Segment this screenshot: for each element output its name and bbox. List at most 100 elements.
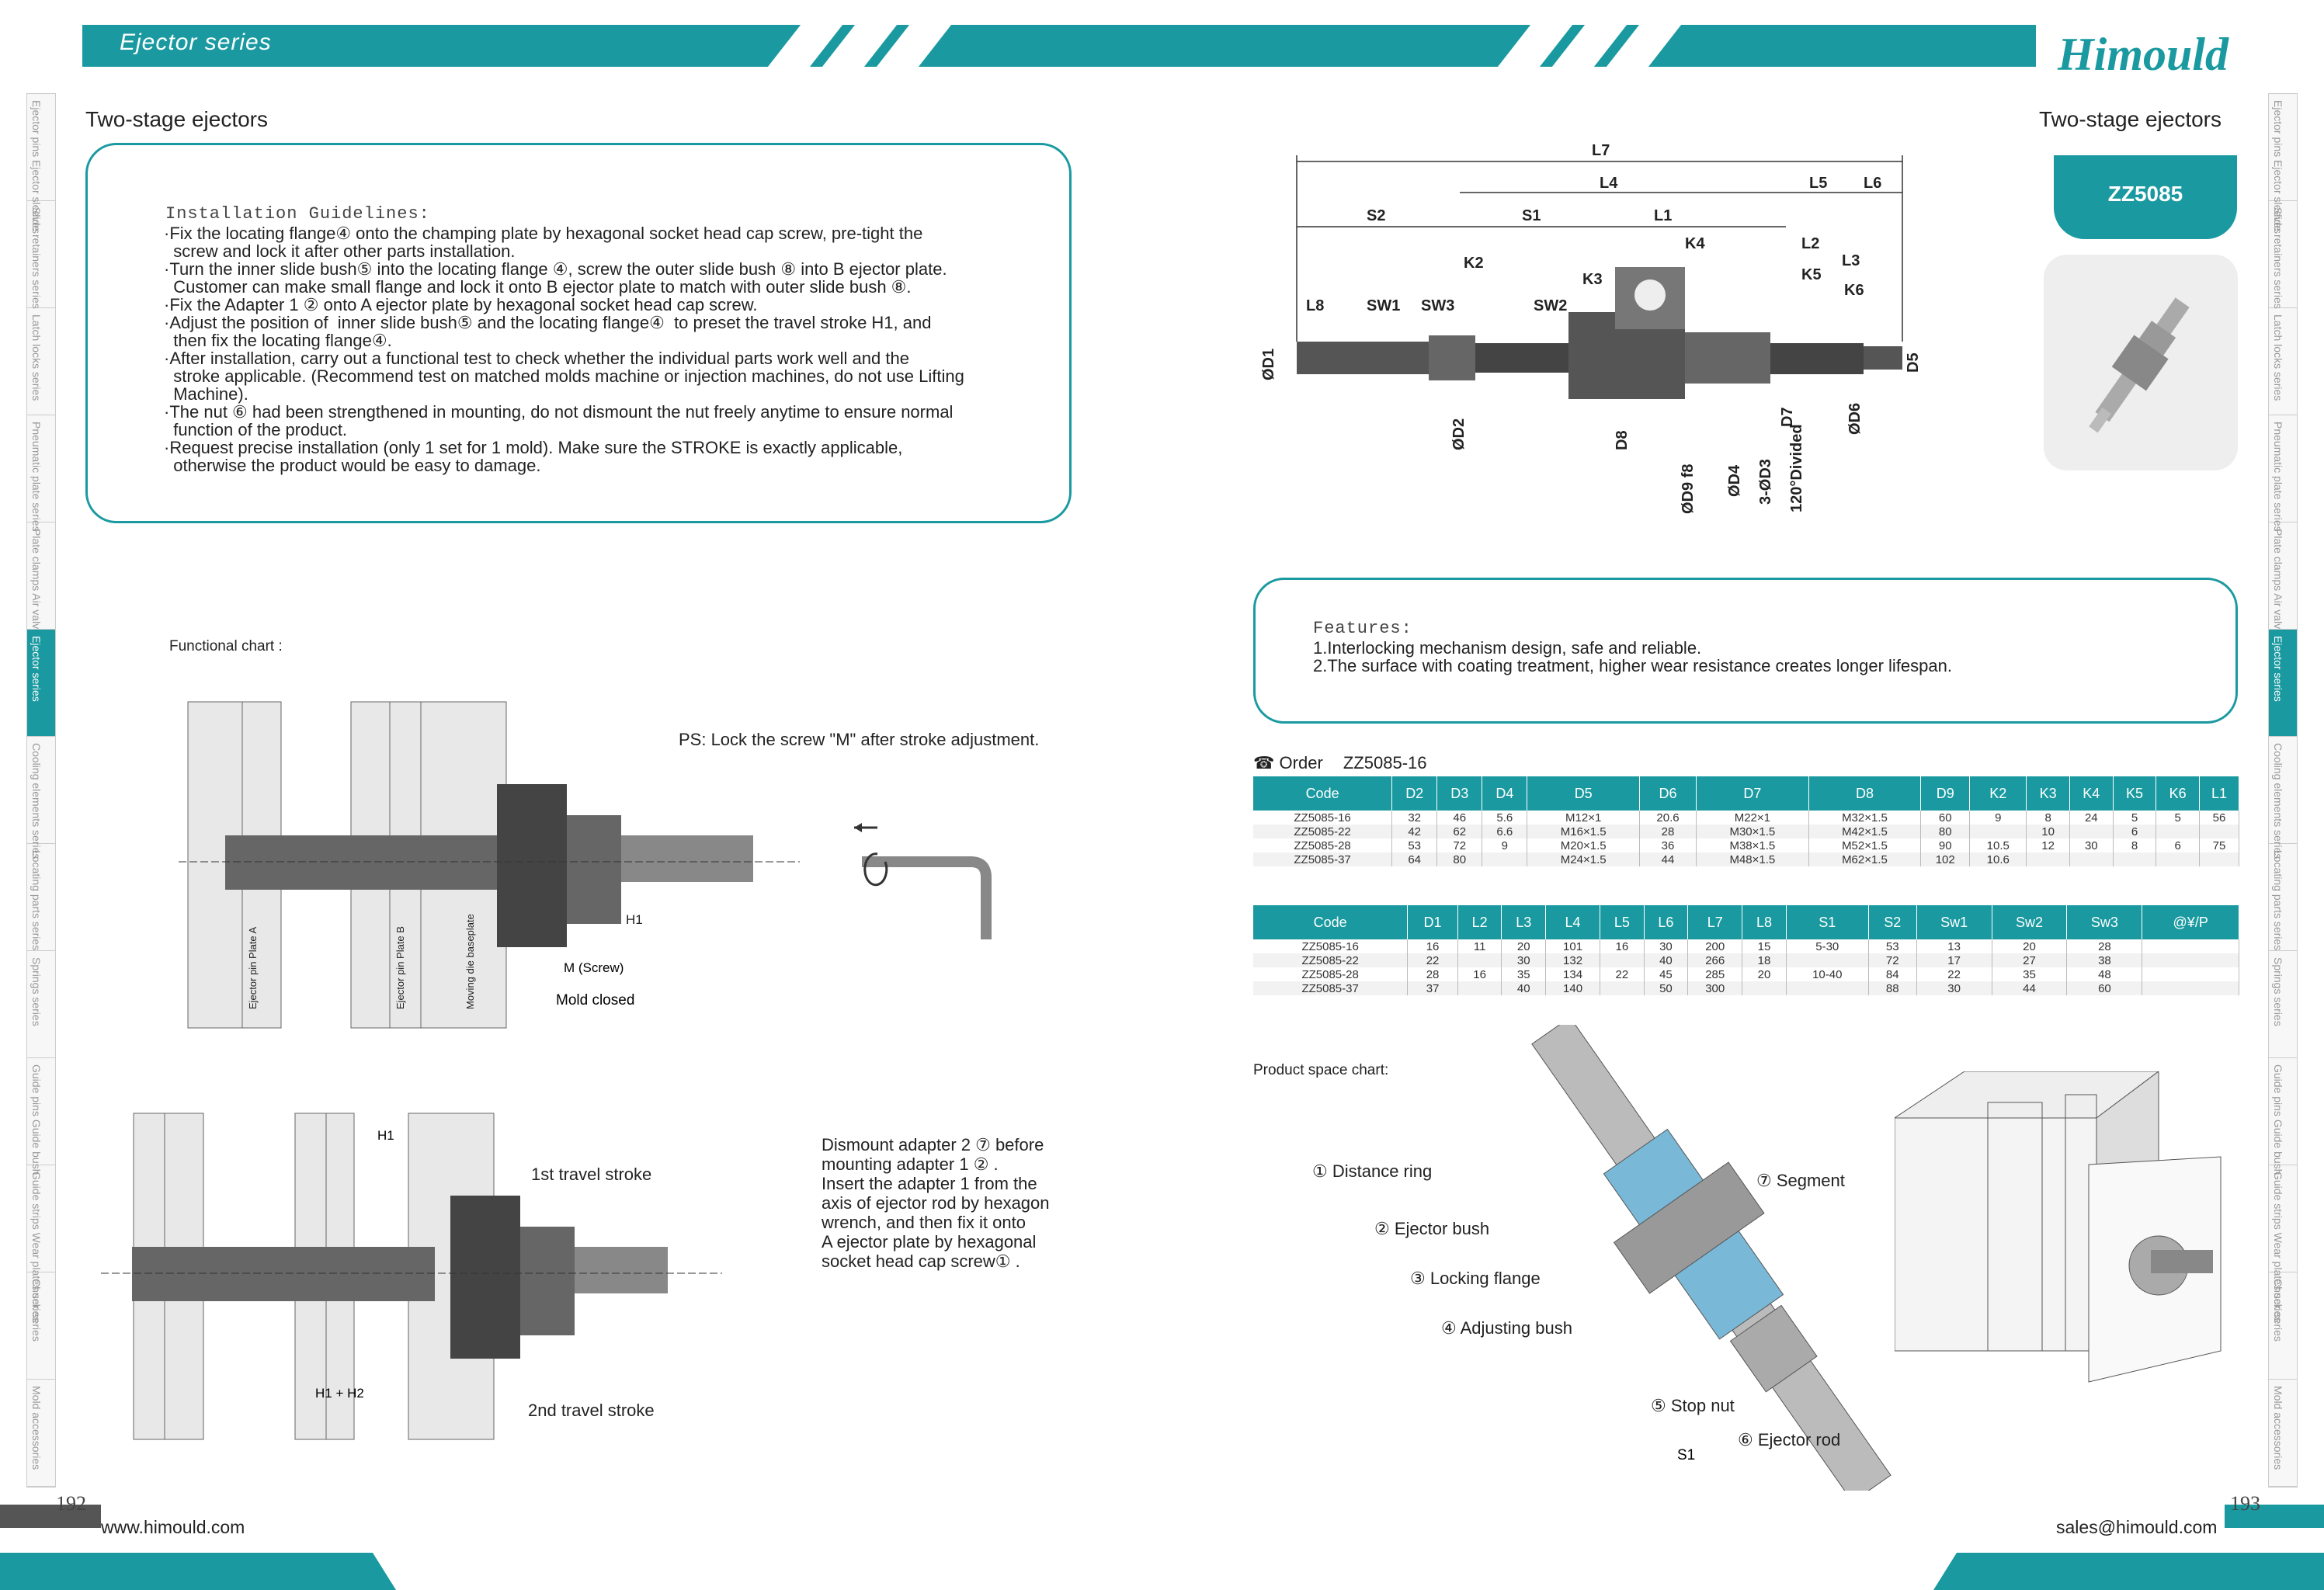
table-cell: 285 [1687,967,1743,981]
table-cell [1457,953,1502,967]
sidebar-tab[interactable]: Slide retainers series [27,201,55,309]
sidebar-tab[interactable]: Guide strips Wear plates series [27,1165,55,1322]
sidebar-tab[interactable]: Springs series [2269,951,2297,1058]
table-cell [1482,852,1528,866]
plate-a-label: Ejector pin Plate A [247,926,259,1009]
sidebar-tab[interactable]: Latch locks series [27,308,55,415]
product-code: ZZ5085 [2107,182,2183,206]
sidebar-tab-label: Pneumatic plate series [30,422,43,532]
sidebar-tab[interactable]: Mold accessories [27,1380,55,1487]
table-cell: 10.5 [1969,838,2027,852]
table-cell [2026,852,2070,866]
table-header: D2 [1391,776,1438,811]
sidebar-tab[interactable]: Pneumatic plate series [2269,415,2297,532]
table-cell: ZZ5085-22 [1253,953,1409,967]
table-cell: 134 [1545,967,1601,981]
table-cell: M16×1.5 [1527,825,1640,838]
dim-l6: L6 [1864,175,1881,192]
dismount-line: wrench, and then fix it onto [822,1213,1026,1232]
stroke1-label: 1st travel stroke [531,1165,652,1184]
table-cell [2156,825,2201,838]
part-label: ④ Adjusting bush [1441,1318,1572,1338]
dim-s1: S1 [1522,207,1541,224]
guideline-line: otherwise the product would be easy to d… [164,456,541,475]
table-cell: 80 [1436,852,1483,866]
sidebar-tab[interactable]: Ejector series [27,630,55,737]
dim-d8: D8 [1614,430,1631,450]
table-cell: M30×1.5 [1696,825,1809,838]
table-cell: 9 [1969,811,2027,825]
sidebar-tab-label: Guide strips Wear plates series [30,1172,43,1323]
table-header: D4 [1482,776,1528,811]
table-cell: 53 [1868,939,1917,953]
sidebar-tab[interactable]: Guide pins Guide bush [2269,1058,2297,1175]
part-label: ⑥ Ejector rod [1738,1430,1841,1449]
sidebar-tab[interactable]: Chuck series [2269,1272,2297,1380]
sidebar-tab[interactable]: Mold accessories [2269,1380,2297,1487]
email-link[interactable]: sales@himould.com [2056,1517,2218,1537]
guideline-line: ·Adjust the position of inner slide bush… [164,313,932,332]
table-cell: ZZ5085-16 [1253,939,1409,953]
sidebar-tab-label: Cooling elements series [2272,743,2284,859]
footer-right-band [1933,1553,2324,1590]
table-cell [1969,825,2027,838]
sidebar-tab[interactable]: Latch locks series [2269,308,2297,415]
sidebar-tab[interactable]: Locating parts series [2269,844,2297,951]
table-cell: 90 [1920,838,1971,852]
sidebar-tab-label: Cooling elements series [30,743,43,859]
sidebar-tab[interactable]: Locating parts series [27,844,55,951]
technical-drawing: L7 L4 L5 L6 S2 S1 L1 K4 K2 L2 K3 K5 L3 K… [1260,142,1922,514]
table-cell: 75 [2199,838,2239,852]
sidebar-tab[interactable]: Slide retainers series [2269,201,2297,309]
table-header: D1 [1407,905,1458,939]
sidebar-tab-label: Ejector pins Ejector sleeves [30,100,43,234]
table-cell: 46 [1436,811,1483,825]
sidebar-tab-label: Pneumatic plate series [2272,422,2284,532]
sidebar-tab[interactable]: Ejector pins Ejector sleeves [2269,94,2297,234]
sidebar-tab[interactable]: Ejector pins Ejector sleeves [27,94,55,234]
sidebar-tab[interactable]: Plate clamps Air valves series [27,522,55,672]
dim-sw3: SW3 [1421,297,1454,314]
sidebar-tab[interactable]: Pneumatic plate series [27,415,55,532]
table-cell: M62×1.5 [1808,852,1922,866]
table-header: L4 [1545,905,1601,939]
sidebar-tab[interactable]: Cooling elements series [27,737,55,859]
table-header: K3 [2026,776,2070,811]
installation-guidelines-box: Installation Guidelines: ·Fix the locati… [85,143,1072,523]
table-cell [2069,852,2114,866]
functional-chart-strokes: H1 H1 + H2 [101,1113,722,1440]
table-cell: 140 [1545,981,1601,995]
table-cell [1457,981,1502,995]
table-cell: 22 [1916,967,1992,981]
guideline-line: ·After installation, carry out a functio… [164,349,909,368]
table-header: D5 [1527,776,1640,811]
sidebar-tab[interactable]: Plate clamps Air valves series [2269,522,2297,672]
table-cell: 42 [1391,825,1438,838]
table-cell: 28 [2066,939,2143,953]
sidebar-tab[interactable]: Chuck series [27,1272,55,1380]
table-cell: 11 [1457,939,1502,953]
sidebar-tab[interactable]: Cooling elements series [2269,737,2297,859]
sidebar-tab[interactable]: Guide strips Wear plates series [2269,1165,2297,1322]
sidebar-tab[interactable]: Springs series [27,951,55,1058]
dim-l5: L5 [1809,175,1827,192]
sidebar-tab-label: Guide pins Guide bush [30,1064,43,1175]
table-cell: 45 [1644,967,1689,981]
table-cell: 35 [1992,967,2068,981]
table-cell: ZZ5085-16 [1253,811,1393,825]
sidebar-tab-label: Mold accessories [2272,1386,2284,1470]
website-link[interactable]: www.himould.com [101,1517,245,1537]
sidebar-tab[interactable]: Ejector series [2269,630,2297,737]
table-cell: 56 [2199,811,2239,825]
part-label: ③ Locking flange [1410,1269,1541,1288]
dismount-line: Insert the adapter 1 from the [822,1174,1037,1193]
space-chart-heading: Product space chart: [1253,1062,1389,1078]
sidebar-tab[interactable]: Guide pins Guide bush [27,1058,55,1175]
dim-l7: L7 [1592,142,1610,159]
dim-k4: K4 [1685,235,1705,252]
table-cell: 30 [2069,838,2114,852]
